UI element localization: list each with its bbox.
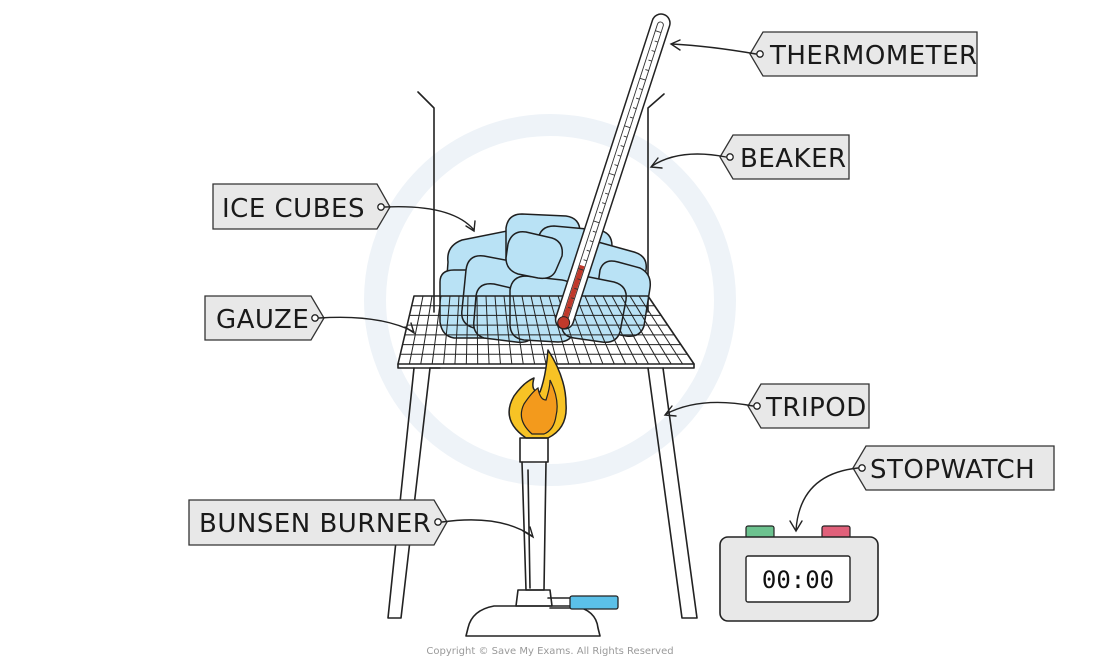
gauze-wire xyxy=(584,295,615,365)
thermometer-tick xyxy=(598,211,603,214)
label-ice-cubes: ICE CUBES xyxy=(212,183,476,233)
thermometer-tick xyxy=(624,125,631,129)
thermometer-tick xyxy=(623,135,628,138)
thermometer-tick xyxy=(605,192,609,195)
copyright-notice: Copyright © Save My Exams. All Rights Re… xyxy=(426,646,673,657)
thermometer-tick xyxy=(592,230,597,233)
thermometer-tick xyxy=(651,50,656,53)
thermometer-tick xyxy=(632,107,637,110)
thermometer-tick xyxy=(635,97,640,100)
bunsen-burner xyxy=(465,349,619,637)
thermometer-tick xyxy=(574,287,578,290)
thermometer-tick xyxy=(614,164,618,167)
gauze-wire xyxy=(454,295,460,365)
gauze-wire xyxy=(494,295,501,365)
gauze-wire xyxy=(611,295,649,365)
thermometer-tick xyxy=(608,183,612,186)
label-stopwatch-text: STOPWATCH xyxy=(870,455,1035,485)
gauze-wire xyxy=(638,295,684,365)
label-stopwatch: STOPWATCH xyxy=(789,445,1055,533)
ice-cubes xyxy=(439,213,652,344)
gauze-wire xyxy=(485,295,490,365)
thermometer-tick xyxy=(577,268,584,271)
thermometer-tick xyxy=(571,297,575,300)
thermometer-tick xyxy=(648,59,652,62)
gauze-wire xyxy=(465,295,469,365)
gauze-wire xyxy=(548,295,570,365)
label-beaker: BEAKER xyxy=(649,134,850,180)
label-gauze-text: GAUZE xyxy=(216,305,309,335)
gauze-wire xyxy=(539,295,558,365)
thermometer-tick xyxy=(601,202,606,205)
thermometer-tick xyxy=(586,249,591,252)
thermometer-tick xyxy=(629,116,634,119)
gauze-wire xyxy=(521,295,536,365)
gauze-wire xyxy=(512,295,524,365)
stopwatch-display: 00:00 xyxy=(762,566,834,594)
label-thermometer-text: THERMOMETER xyxy=(769,41,978,71)
thermometer-tick xyxy=(654,40,659,43)
thermometer xyxy=(554,13,671,330)
gauze-wire xyxy=(602,295,638,365)
gauze-wire xyxy=(431,295,442,365)
thermometer-tick xyxy=(577,278,581,281)
label-bunsen-burner-text: BUNSEN BURNER xyxy=(199,509,431,539)
label-ice-cubes-text: ICE CUBES xyxy=(222,194,365,224)
gauze-wire xyxy=(575,295,604,365)
watermark-logo xyxy=(364,114,736,486)
gauze-wire xyxy=(476,295,479,365)
label-beaker-text: BEAKER xyxy=(740,144,847,174)
thermometer-tick xyxy=(583,259,588,262)
flame-inner xyxy=(520,379,558,435)
gauze-wire xyxy=(408,295,424,365)
gauze-wire xyxy=(420,295,433,365)
gauze-wire xyxy=(593,295,627,365)
thermometer-tick xyxy=(567,306,572,309)
gauze-wire xyxy=(530,295,547,365)
thermometer-tick xyxy=(639,77,646,81)
thermometer-tick xyxy=(645,69,649,72)
label-thermometer: THERMOMETER xyxy=(669,31,978,77)
beaker xyxy=(417,91,665,313)
label-tripod-text: TRIPOD xyxy=(765,393,867,423)
gauze-wire xyxy=(503,295,513,365)
thermometer-tick xyxy=(593,220,600,224)
thermometer-tick xyxy=(620,145,625,148)
thermometer-tick xyxy=(589,240,594,243)
thermometer-tick xyxy=(639,88,643,91)
label-tripod: TRIPOD xyxy=(663,383,870,429)
stopwatch: 00:00 xyxy=(719,525,879,622)
label-gauze: GAUZE xyxy=(204,295,416,341)
label-bunsen-burner: BUNSEN BURNER xyxy=(188,499,535,546)
thermometer-tick xyxy=(617,154,622,157)
gas-tap xyxy=(569,595,619,610)
gauze-wire xyxy=(629,295,672,365)
thermometer-tick xyxy=(608,172,615,176)
gauze-wire xyxy=(443,295,451,365)
gauze-wire xyxy=(620,295,661,365)
thermometer-tick xyxy=(655,30,662,33)
